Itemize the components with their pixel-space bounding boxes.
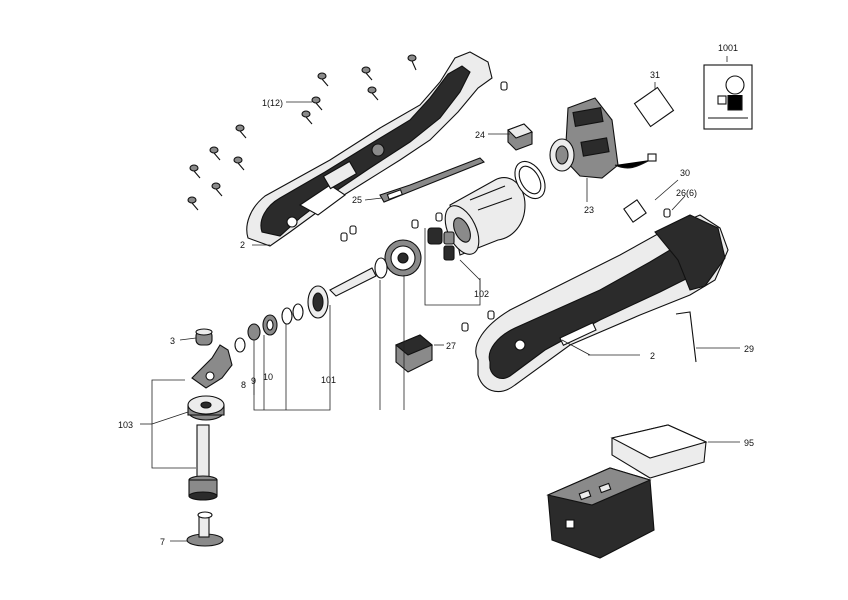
label-102: 102	[474, 289, 489, 299]
leader-lines	[140, 56, 740, 542]
label-2-lower: 2	[650, 351, 655, 361]
screw-icon	[209, 146, 221, 161]
switch-part	[507, 123, 533, 151]
label-1-12: 1(12)	[262, 98, 283, 108]
screw-icon	[361, 66, 373, 81]
screw-set	[187, 54, 417, 211]
flange-screw-part	[186, 511, 224, 547]
spare-sheet-part	[610, 424, 708, 479]
pins	[340, 81, 671, 332]
gear-head-parts	[234, 239, 422, 353]
battery-cover-part	[394, 334, 434, 373]
screw-icon	[233, 156, 245, 171]
label-95: 95	[744, 438, 754, 448]
label-24: 24	[475, 130, 485, 140]
screw-icon	[235, 124, 247, 139]
o-ring-inner	[518, 165, 542, 195]
screw-icon	[407, 54, 417, 71]
screw-icon	[301, 110, 313, 125]
sticker-part	[633, 86, 675, 128]
label-25: 25	[352, 195, 362, 205]
screw-icon	[367, 86, 379, 101]
clamp-lever-part	[191, 344, 233, 389]
label-1001: 1001	[718, 43, 738, 53]
screw-icon	[211, 182, 223, 197]
label-9: 9	[251, 376, 256, 386]
callout-labels: 1001 31 1(12) 24 30 26(6) 25 23 2 102 3 …	[118, 43, 754, 547]
label-8: 8	[241, 380, 246, 390]
label-3: 3	[170, 336, 175, 346]
screw-icon	[187, 196, 199, 211]
label-2-upper: 2	[240, 240, 245, 250]
housing-lower	[475, 214, 729, 393]
manual-document-icon	[703, 64, 753, 130]
label-26-6: 26(6)	[676, 188, 697, 198]
label-27: 27	[446, 341, 456, 351]
electronics-module-part	[549, 97, 657, 179]
label-7: 7	[160, 537, 165, 547]
hex-key-part	[675, 311, 697, 363]
bushing-part	[195, 328, 213, 346]
label-23: 23	[584, 205, 594, 215]
label-103: 103	[118, 420, 133, 430]
spindle-shaft	[188, 424, 218, 501]
sticker-small-part	[623, 199, 647, 223]
label-29: 29	[744, 344, 754, 354]
small-gears	[427, 227, 455, 261]
housing-shell-upper	[246, 51, 493, 247]
label-31: 31	[650, 70, 660, 80]
bearing-103	[187, 395, 225, 421]
screw-icon	[189, 164, 201, 179]
slide-rail-part	[379, 157, 485, 203]
battery-pack-part	[546, 467, 655, 559]
label-101: 101	[321, 375, 336, 385]
label-10: 10	[263, 372, 273, 382]
label-30: 30	[680, 168, 690, 178]
screw-icon	[311, 96, 323, 111]
screw-icon	[317, 72, 329, 87]
